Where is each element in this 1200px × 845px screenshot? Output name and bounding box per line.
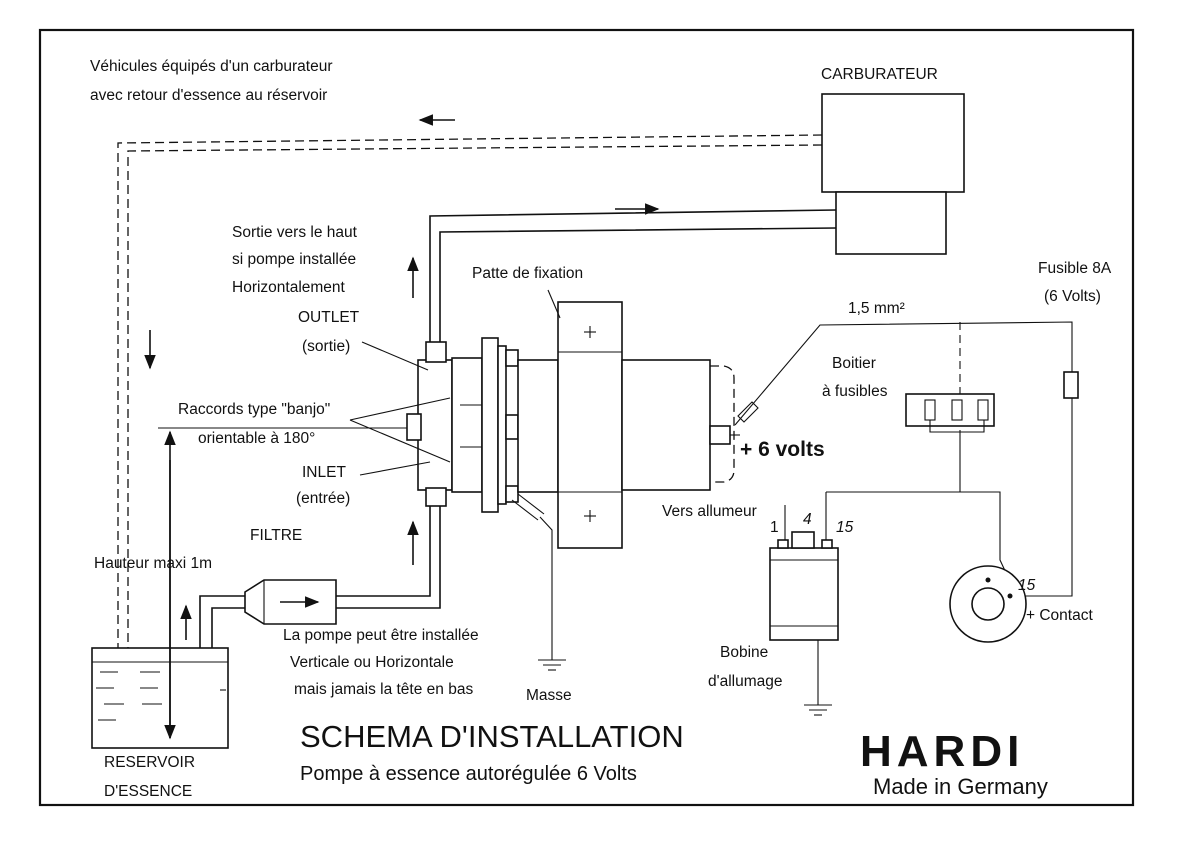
ignition-terminal-label: 15	[1018, 577, 1036, 594]
mounting-label-3: mais jamais la tête en bas	[294, 681, 473, 698]
fuel-tank	[91, 647, 229, 749]
outlet-label-1: OUTLET	[298, 309, 360, 326]
pump-ground	[538, 516, 566, 671]
mounting-label-1: La pompe peut être installée	[283, 627, 479, 644]
ignition-label: + Contact	[1026, 607, 1093, 624]
brand-logo: HARDI	[860, 727, 1024, 776]
inlet-label-1: INLET	[302, 464, 346, 481]
fuel-pump	[406, 301, 740, 549]
tank-label-1: RESERVOIR	[104, 754, 195, 771]
fuel-filter	[244, 579, 337, 625]
fuse-label-1: Fusible 8A	[1038, 260, 1112, 277]
return-fuel-line	[117, 114, 823, 652]
coil-terminal-15: 15	[836, 519, 854, 536]
labels: Véhicules équipés d'un carburateur avec …	[90, 58, 1112, 800]
filter-label: FILTRE	[250, 527, 302, 544]
fuse-box	[905, 393, 995, 433]
fuse-box-label-2: à fusibles	[822, 383, 888, 400]
coil-terminal-4: 4	[803, 511, 812, 528]
electrical-wiring	[734, 321, 1079, 597]
coil-label-2: d'allumage	[708, 673, 782, 690]
brand-tagline: Made in Germany	[873, 774, 1048, 799]
return-line-label-1: Véhicules équipés d'un carburateur	[90, 58, 333, 75]
coil-terminal-1: 1	[770, 519, 779, 536]
banjo-label-2: orientable à 180°	[198, 430, 315, 447]
outlet-label-2: (sortie)	[302, 338, 350, 355]
wire-gauge-label: 1,5 mm²	[848, 300, 905, 317]
ground-label: Masse	[526, 687, 572, 704]
return-line-label-2: avec retour d'essence au réservoir	[90, 87, 327, 104]
mounting-label-2: Verticale ou Horizontale	[290, 654, 454, 671]
outlet-up-label-1: Sortie vers le haut	[232, 224, 358, 241]
inlet-label-2: (entrée)	[296, 490, 350, 507]
outlet-fuel-line	[407, 203, 837, 342]
ignition-coil	[769, 531, 839, 716]
supply-label: + 6 volts	[740, 438, 825, 461]
outlet-up-label-3: Horizontalement	[232, 279, 346, 296]
carburettor-label: CARBURATEUR	[821, 66, 938, 83]
fuse-box-label-1: Boitier	[832, 355, 876, 372]
diagram-title: SCHEMA D'INSTALLATION	[300, 719, 684, 754]
banjo-label-1: Raccords type "banjo"	[178, 401, 330, 418]
ignition-switch	[949, 565, 1027, 643]
carburettor	[821, 93, 965, 255]
to-distributor-label: Vers allumeur	[662, 503, 757, 520]
max-height-label: Hauteur maxi 1m	[94, 555, 212, 572]
tank-label-2: D'ESSENCE	[104, 783, 192, 800]
fuse-label-2: (6 Volts)	[1044, 288, 1101, 305]
diagram-subtitle: Pompe à essence autorégulée 6 Volts	[300, 763, 637, 785]
bracket-label: Patte de fixation	[472, 265, 583, 282]
outlet-up-label-2: si pompe installée	[232, 251, 356, 268]
coil-label-1: Bobine	[720, 644, 768, 661]
diagram-frame	[38, 28, 1135, 807]
leader-lines	[349, 289, 561, 476]
